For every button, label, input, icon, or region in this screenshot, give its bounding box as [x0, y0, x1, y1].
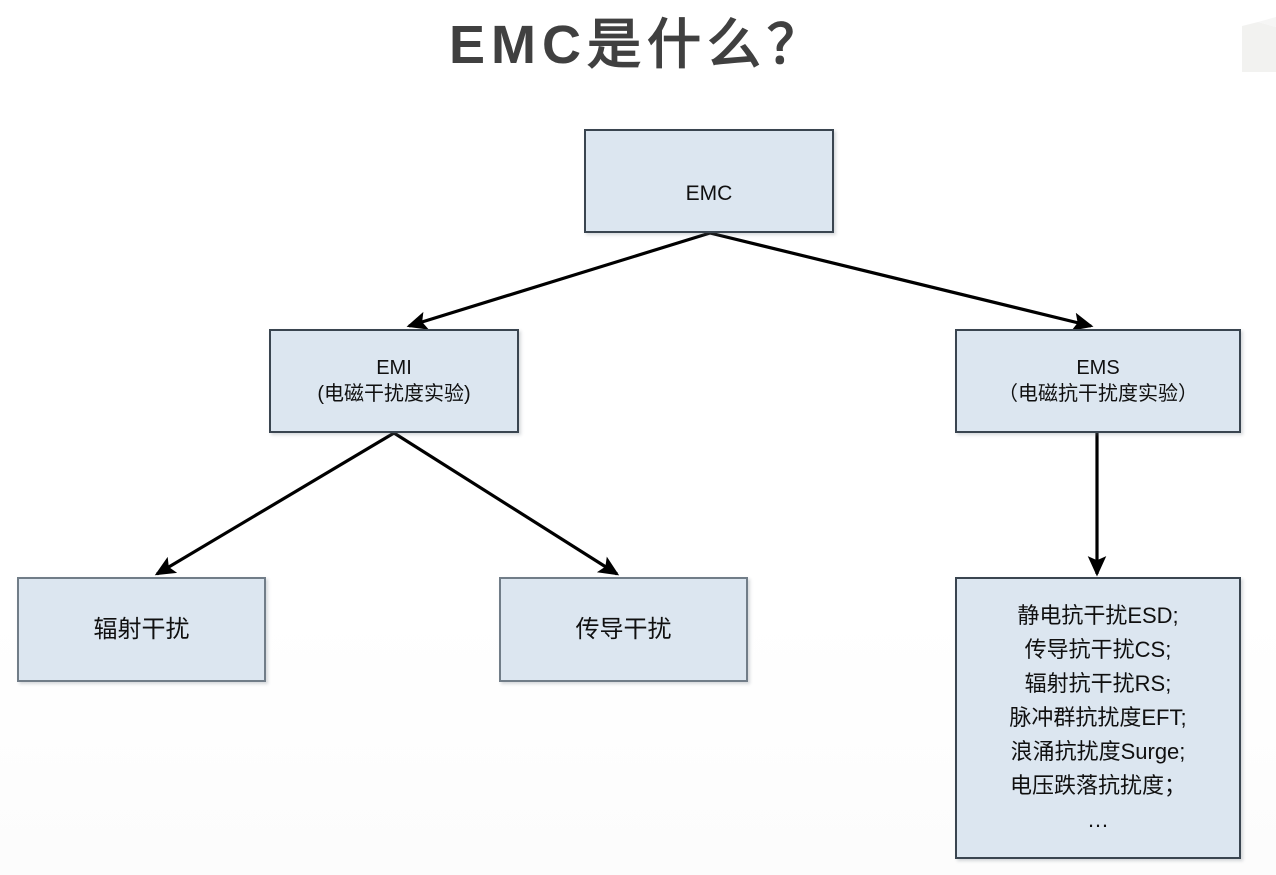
node-emi[interactable]: EMI (电磁干扰度实验) — [269, 329, 519, 433]
node-emi-label: EMI (电磁干扰度实验) — [317, 356, 471, 405]
node-ems-label: EMS （电磁抗干扰度实验） — [998, 356, 1198, 405]
connector-emc-to-ems — [709, 231, 1094, 331]
connector-emi-to-conducted — [393, 431, 620, 576]
connector-emi-to-radiated — [154, 431, 395, 576]
node-emc[interactable]: EMC — [584, 129, 834, 233]
node-ems[interactable]: EMS （电磁抗干扰度实验） — [955, 329, 1241, 433]
connector-emc-to-emi — [406, 231, 711, 330]
node-ems-test-list-label: 静电抗干扰ESD; 传导抗干扰CS; 辐射抗干扰RS; 脉冲群抗扰度EFT; 浪… — [1009, 603, 1187, 832]
node-radiated-interference[interactable]: 辐射干扰 — [17, 577, 266, 682]
page-title: EMC是什么？ — [449, 15, 827, 75]
node-conducted-interference[interactable]: 传导干扰 — [499, 577, 748, 682]
node-conducted-interference-label: 传导干扰 — [575, 615, 672, 643]
node-radiated-interference-label: 辐射干扰 — [93, 615, 190, 643]
node-ems-test-list[interactable]: 静电抗干扰ESD; 传导抗干扰CS; 辐射抗干扰RS; 脉冲群抗扰度EFT; 浪… — [955, 577, 1241, 859]
node-emc-label: EMC — [685, 182, 733, 206]
